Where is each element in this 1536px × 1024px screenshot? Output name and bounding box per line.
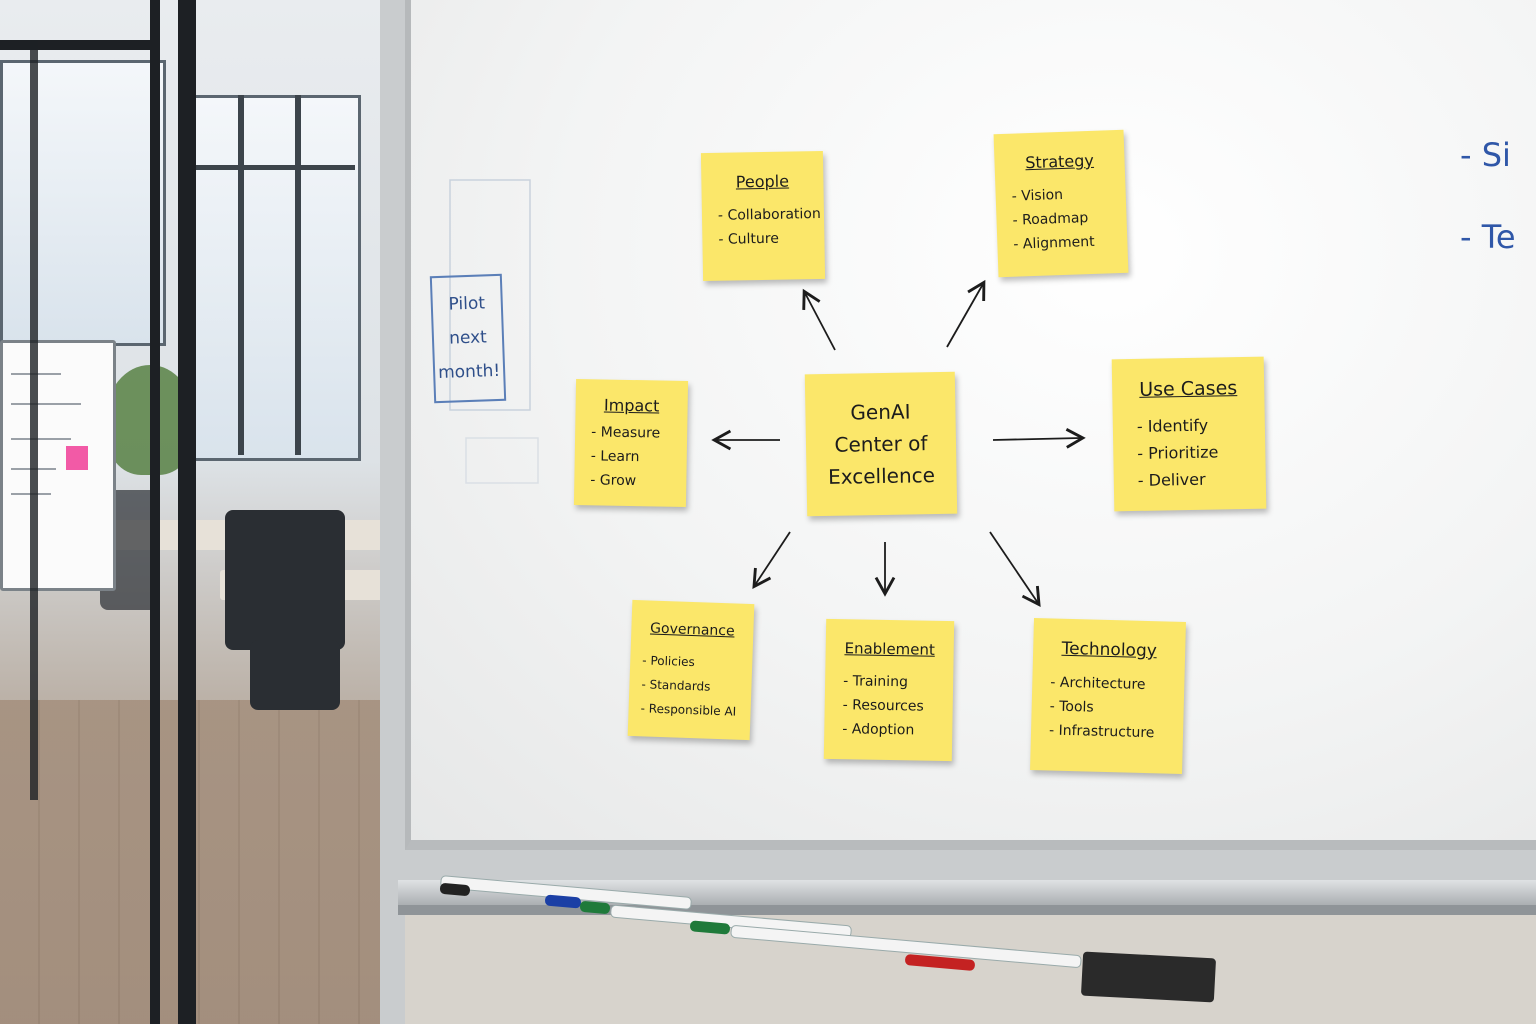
note-item: Responsible AI [640, 696, 751, 724]
sticky-note-people: People Collaboration Culture [701, 151, 825, 281]
ghost-marking [466, 438, 538, 483]
sticky-note-impact: Impact Measure Learn Grow [574, 379, 688, 507]
note-item: Tools [1049, 694, 1184, 721]
center-line-2: Center of [816, 427, 947, 461]
note-item: Deliver [1138, 465, 1266, 494]
note-item: Identify [1137, 411, 1265, 440]
note-title: Use Cases [1112, 377, 1264, 402]
note-list: Identify Prioritize Deliver [1113, 411, 1266, 495]
sticky-note-technology: Technology Architecture Tools Infrastruc… [1030, 618, 1186, 774]
arrow-to-governance [755, 532, 790, 585]
note-title: Impact [575, 395, 687, 416]
sticky-note-governance: Governance Policies Standards Responsibl… [628, 600, 755, 740]
note-item: Prioritize [1137, 438, 1265, 467]
note-item: Measure [591, 420, 687, 446]
note-list: Vision Roadmap Alignment [995, 181, 1127, 257]
note-list: Architecture Tools Infrastructure [1031, 670, 1185, 746]
note-item: Infrastructure [1049, 718, 1184, 745]
pilot-next-month-note: Pilot next month! [430, 274, 506, 403]
note-title: People [701, 171, 823, 192]
note-list: Training Resources Adoption [824, 669, 953, 743]
note-item: Learn [591, 444, 687, 470]
note-title: Governance [631, 620, 753, 640]
note-list: Policies Standards Responsible AI [628, 648, 752, 724]
sticky-note-strategy: Strategy Vision Roadmap Alignment [994, 130, 1129, 277]
center-line-1: GenAI [815, 395, 946, 429]
note-item: Resources [843, 693, 953, 719]
center-line-3: Excellence [816, 459, 947, 493]
note-item: Alignment [1013, 229, 1128, 257]
right-edge-text-1: - Si [1460, 136, 1511, 174]
note-list: Collaboration Culture [702, 202, 825, 252]
arrow-to-use-cases [993, 438, 1081, 440]
note-item: Grow [590, 468, 686, 494]
center-sticky-note: GenAI Center of Excellence [805, 372, 957, 517]
note-item: Collaboration [718, 202, 824, 228]
note-item: Adoption [842, 717, 952, 743]
note-title: Technology [1033, 638, 1185, 662]
arrow-to-technology [990, 532, 1038, 603]
arrow-to-people [805, 293, 835, 350]
arrow-to-strategy [947, 284, 983, 347]
note-item: Training [843, 669, 953, 695]
sticky-note-use-cases: Use Cases Identify Prioritize Deliver [1112, 357, 1267, 512]
note-title: Strategy [994, 150, 1125, 174]
note-item: Culture [718, 226, 824, 252]
right-edge-text-2: - Te [1460, 218, 1516, 256]
note-item: Architecture [1050, 670, 1185, 697]
pilot-line-3: month! [435, 354, 504, 390]
sticky-note-enablement: Enablement Training Resources Adoption [824, 619, 954, 761]
pilot-line-2: next [433, 320, 502, 356]
pilot-line-1: Pilot [432, 286, 501, 322]
note-title: Enablement [826, 639, 954, 659]
note-list: Measure Learn Grow [574, 420, 687, 494]
